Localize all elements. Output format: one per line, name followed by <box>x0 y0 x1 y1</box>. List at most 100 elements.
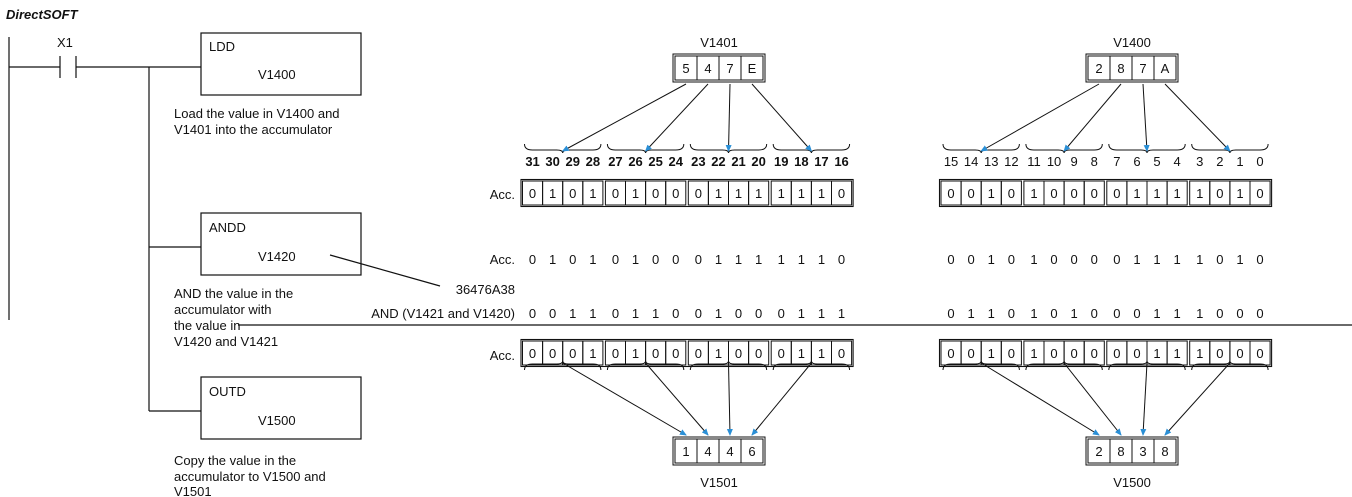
bit-number: 7 <box>1113 154 1120 169</box>
and-operand-bit: 0 <box>529 306 536 321</box>
and-operand-bit: 0 <box>755 306 762 321</box>
and-operand-bit: 1 <box>632 306 639 321</box>
bit-number: 2 <box>1216 154 1223 169</box>
acc-result-bit: 1 <box>1030 346 1037 361</box>
acc-initial-bit: 1 <box>1153 186 1160 201</box>
and-operand-bit: 1 <box>1174 306 1181 321</box>
dest-high-digit-cell <box>740 438 764 464</box>
bit-number: 20 <box>751 154 765 169</box>
acc-before-and-bit: 1 <box>735 252 742 267</box>
acc-result-cell <box>665 340 687 366</box>
and-operand-bit: 0 <box>1050 306 1057 321</box>
dest-low-digit: 2 <box>1095 444 1102 459</box>
acc-initial-bit: 0 <box>569 186 576 201</box>
ladder-rung <box>8 32 441 440</box>
result-arrow <box>645 362 709 436</box>
dest-high-register-label: V1501 <box>700 475 738 490</box>
acc-initial-bit: 0 <box>612 186 619 201</box>
acc-result-bit: 0 <box>1071 346 1078 361</box>
acc-initial-bit: 1 <box>1133 186 1140 201</box>
acc-result-bit: 0 <box>672 346 679 361</box>
acc-result-bit: 0 <box>652 346 659 361</box>
and-operand-bit: 1 <box>652 306 659 321</box>
acc-result-bit: 0 <box>529 346 536 361</box>
acc-before-and-bit: 0 <box>1113 252 1120 267</box>
bit-number: 31 <box>525 154 539 169</box>
and-operand-bit: 1 <box>1196 306 1203 321</box>
acc-before-and-bit: 1 <box>798 252 805 267</box>
acc-initial-bit: 1 <box>549 186 556 201</box>
source-low-digit-cell <box>1153 55 1177 81</box>
and-operand-bit: 1 <box>569 306 576 321</box>
source-low-digit: 2 <box>1095 61 1102 76</box>
dest-high-register-frame <box>672 436 766 466</box>
and-operand-bit: 1 <box>818 306 825 321</box>
acc-initial-bit: 1 <box>1174 186 1181 201</box>
source-low-digit: 7 <box>1139 61 1146 76</box>
outd-box <box>200 376 362 440</box>
acc-result-bit: 0 <box>755 346 762 361</box>
bit-number: 29 <box>566 154 580 169</box>
dest-low-digit: 8 <box>1117 444 1124 459</box>
bit-number: 10 <box>1047 154 1061 169</box>
andd-description-line1: AND the value in the <box>174 286 293 301</box>
bit-number: 25 <box>648 154 662 169</box>
dest-low-digit: 8 <box>1161 444 1168 459</box>
contact-label: X1 <box>57 35 73 50</box>
bit-number: 6 <box>1133 154 1140 169</box>
acc-initial-bit: 0 <box>968 186 975 201</box>
source-low-register-frame <box>1085 53 1179 83</box>
bottom-nibble-brace <box>942 360 1020 371</box>
acc-result-bit: 1 <box>632 346 639 361</box>
acc-initial-bit: 0 <box>1216 186 1223 201</box>
acc-result-bit: 0 <box>838 346 845 361</box>
acc-initial-cell <box>582 180 604 206</box>
and-operand-bit: 0 <box>1113 306 1120 321</box>
bottom-nibble-brace <box>1025 360 1103 371</box>
acc-before-and-bit: 0 <box>672 252 679 267</box>
distribution-arrow <box>644 83 709 152</box>
andd-description-line4: V1420 and V1421 <box>174 334 278 349</box>
acc-before-and-bit: 0 <box>1008 252 1015 267</box>
ldd-description-line1: Load the value in V1400 and <box>174 106 340 121</box>
top-nibble-brace <box>772 143 851 154</box>
outd-description-line3: V1501 <box>174 484 212 497</box>
acc-initial-bit: 1 <box>1196 186 1203 201</box>
acc-before-and-bit: 1 <box>549 252 556 267</box>
acc-label-and: Acc. <box>490 252 515 267</box>
acc-initial-bit: 1 <box>778 186 785 201</box>
outd-description-line2: accumulator to V1500 and <box>174 469 326 484</box>
acc-result-bit: 1 <box>818 346 825 361</box>
acc-before-and-bit: 0 <box>838 252 845 267</box>
acc-initial-bit: 1 <box>715 186 722 201</box>
source-high-digit: 4 <box>704 61 711 76</box>
acc-result-bit: 0 <box>549 346 556 361</box>
acc-before-and-bit: 0 <box>652 252 659 267</box>
outd-op: OUTD <box>209 384 246 399</box>
dest-low-register-frame <box>1085 436 1179 466</box>
source-low-register-label: V1400 <box>1113 35 1151 50</box>
acc-before-and-bit: 1 <box>632 252 639 267</box>
acc-before-and-bit: 0 <box>612 252 619 267</box>
bit-number: 26 <box>628 154 642 169</box>
acc-initial-bit: 1 <box>1236 186 1243 201</box>
source-high-digit: 5 <box>682 61 689 76</box>
ldd-description-line2: V1401 into the accumulator <box>174 122 333 137</box>
acc-initial-bit: 0 <box>1113 186 1120 201</box>
brand-title: DirectSOFT <box>6 7 79 22</box>
bit-number: 16 <box>834 154 848 169</box>
acc-label-initial: Acc. <box>490 187 515 202</box>
acc-result-bit: 0 <box>735 346 742 361</box>
dest-high-digit: 6 <box>748 444 755 459</box>
ldd-operand: V1400 <box>258 67 296 82</box>
bit-number: 19 <box>774 154 788 169</box>
acc-initial-bit: 0 <box>947 186 954 201</box>
and-operand-bit: 1 <box>715 306 722 321</box>
bit-number: 14 <box>964 154 978 169</box>
acc-initial-bit: 1 <box>632 186 639 201</box>
acc-before-and-bit: 0 <box>695 252 702 267</box>
acc-initial-bit: 0 <box>652 186 659 201</box>
source-high-register-label: V1401 <box>700 35 738 50</box>
